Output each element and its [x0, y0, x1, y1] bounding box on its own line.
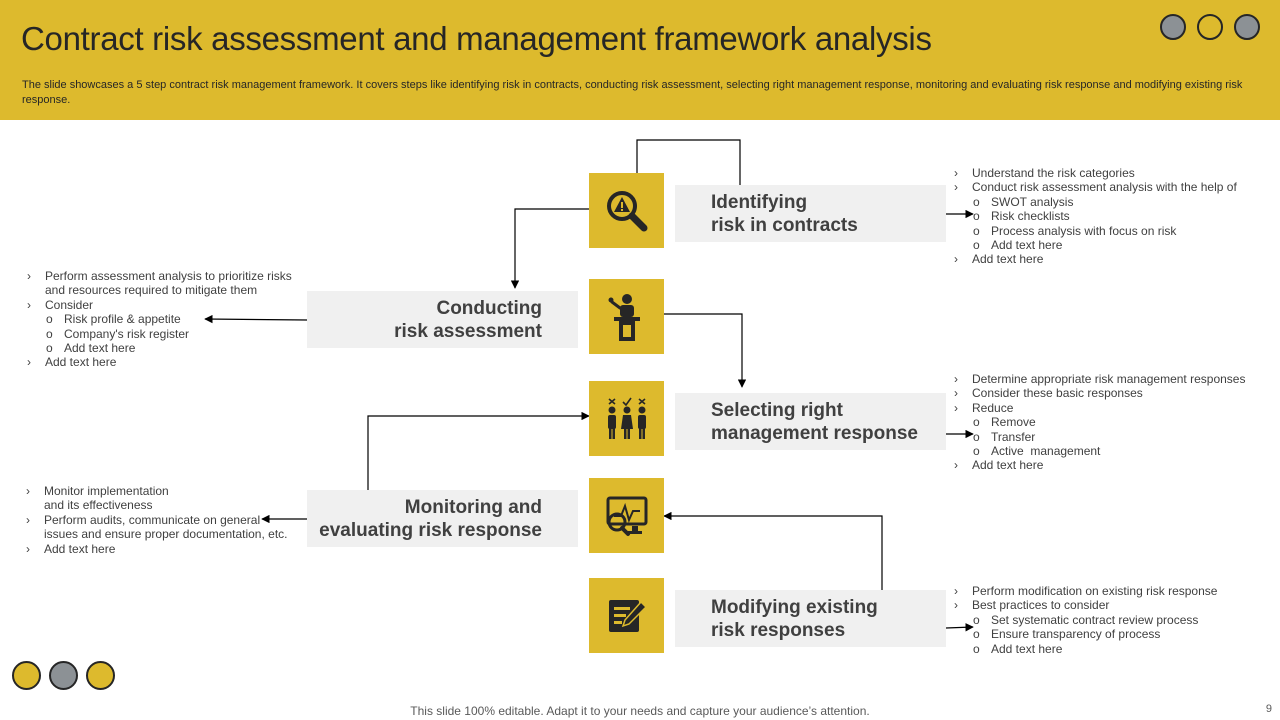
sub-bullet-item: Risk checklists	[953, 209, 1237, 224]
bullet-item: Perform assessment analysis to prioritiz…	[26, 269, 306, 298]
decor-dot-gold	[1197, 14, 1223, 40]
decor-dot-gray	[49, 661, 78, 690]
step-3-icon-box	[589, 381, 664, 456]
step-3-bullets: Determine appropriate risk management re…	[953, 372, 1245, 473]
bullet-item: Best practices to consider	[953, 598, 1217, 613]
bullet-item: Add text here	[26, 355, 306, 370]
speaker-podium-icon	[608, 293, 640, 341]
step-4-title-line-2: evaluating risk response	[319, 519, 542, 541]
sub-bullet-item: Add text here	[953, 642, 1217, 657]
footer-note: This slide 100% editable. Adapt it to yo…	[410, 704, 870, 718]
step-3-title-line-2: management response	[711, 422, 918, 444]
sub-bullet-item: Add text here	[953, 238, 1237, 253]
step-1-icon-box	[589, 173, 664, 248]
monitor-analytics-icon	[606, 496, 647, 536]
step-4-icon-box	[589, 478, 664, 553]
sub-bullet-item: Transfer	[953, 430, 1245, 445]
sub-bullet-item: Add text here	[26, 341, 306, 356]
step-4-label: Monitoring and evaluating risk response	[307, 490, 578, 547]
header-banner	[0, 0, 1280, 120]
step-5-title-line-2: risk responses	[711, 619, 846, 641]
sub-bullet-item: Risk profile & appetite	[26, 312, 306, 327]
edit-document-icon	[608, 599, 647, 632]
decor-dot-gold	[12, 661, 41, 690]
sub-bullet-item: SWOT analysis	[953, 195, 1237, 210]
bullet-item: Add text here	[25, 542, 297, 557]
step-2-label: Conducting risk assessment	[307, 291, 578, 348]
sub-bullet-item: Remove	[953, 415, 1245, 430]
page-number: 9	[1265, 703, 1272, 715]
decor-dot-gold	[86, 661, 115, 690]
bullet-item: Perform modification on existing risk re…	[953, 584, 1217, 599]
step-2-title-line-1: Conducting	[436, 297, 542, 319]
step-1-title-line-2: risk in contracts	[711, 214, 858, 236]
decor-dot-gray	[1160, 14, 1186, 40]
sub-bullet-item: Active management	[953, 444, 1245, 459]
step-3-label: Selecting right management response	[675, 393, 946, 450]
page-subtitle: The slide showcases a 5 step contract ri…	[22, 79, 1243, 106]
step-5-bullets: Perform modification on existing risk re…	[953, 584, 1217, 656]
step-5-icon-box	[589, 578, 664, 653]
page-title: Contract risk assessment and management …	[21, 20, 932, 57]
connector-identify-to-conduct	[510, 208, 589, 289]
bullet-item: Conduct risk assessment analysis with th…	[953, 180, 1237, 195]
bullet-item: Perform audits, communicate on general i…	[25, 513, 297, 542]
team-selection-icon	[607, 397, 646, 439]
step-5-title-line-1: Modifying existing	[711, 596, 878, 618]
sub-bullet-item: Ensure transparency of process	[953, 627, 1217, 642]
sub-bullet-item: Process analysis with focus on risk	[953, 224, 1237, 239]
step-2-title-line-2: risk assessment	[394, 320, 542, 342]
step-4-bullets: Monitor implementation and its effective…	[25, 484, 297, 556]
sub-bullet-item: Company's risk register	[26, 327, 306, 342]
step-5-label: Modifying existing risk responses	[675, 590, 946, 647]
bullet-item: Add text here	[953, 252, 1237, 267]
step-1-label: Identifying risk in contracts	[675, 185, 946, 242]
decor-dot-gray	[1234, 14, 1260, 40]
bullet-item: Consider these basic responses	[953, 386, 1245, 401]
magnifier-warning-icon	[606, 190, 647, 231]
connector-conduct-to-select	[664, 313, 747, 388]
step-1-title-line-1: Identifying	[711, 191, 808, 213]
bullet-item: Understand the risk categories	[953, 166, 1237, 181]
bullet-item: Consider	[26, 298, 306, 313]
step-4-title-line-1: Monitoring and	[404, 496, 542, 518]
connector-identify-loop	[636, 139, 745, 198]
connector-monitor-to-select	[367, 411, 590, 490]
step-2-bullets: Perform assessment analysis to prioritiz…	[26, 269, 306, 370]
bullet-item: Add text here	[953, 458, 1245, 473]
bullet-item: Monitor implementation and its effective…	[25, 484, 189, 513]
connector-modify-to-monitor	[663, 511, 883, 590]
step-2-icon-box	[589, 279, 664, 354]
step-3-title-line-1: Selecting right	[711, 399, 843, 421]
sub-bullet-item: Set systematic contract review process	[953, 613, 1217, 628]
step-1-bullets: Understand the risk categories Conduct r…	[953, 166, 1237, 267]
bullet-item: Reduce	[953, 401, 1245, 416]
bullet-item: Determine appropriate risk management re…	[953, 372, 1245, 387]
